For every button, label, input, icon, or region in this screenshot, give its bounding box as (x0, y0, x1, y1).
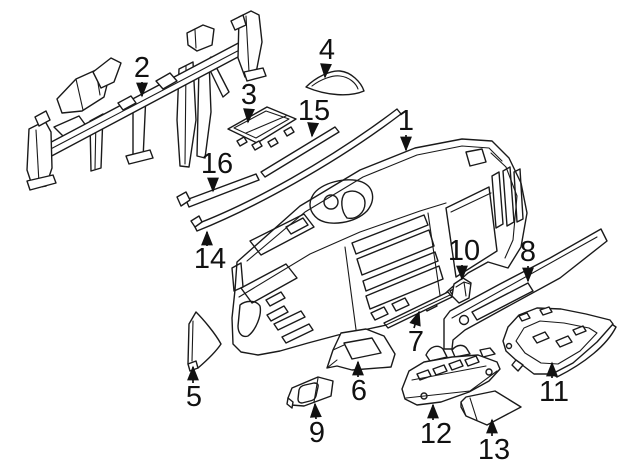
callout-label-16: 16 (201, 148, 233, 180)
callout-label-6: 6 (351, 375, 367, 407)
callout-arrow-9 (309, 402, 322, 420)
part-12-lower-panel (401, 344, 501, 406)
callout-label-10: 10 (448, 235, 480, 267)
callout-arrow-3 (243, 108, 255, 124)
callout-arrow-15 (307, 122, 320, 138)
part-6-lower-trim (326, 328, 396, 371)
callout-14: 14 (194, 230, 226, 275)
callout-1: 1 (398, 105, 414, 152)
part-16-trim-strip (176, 173, 260, 208)
callout-label-12: 12 (420, 418, 452, 450)
callout-9: 9 (309, 402, 325, 449)
part-11-glove-box (502, 306, 617, 378)
callout-4: 4 (319, 34, 335, 79)
part-9-bracket-cover (286, 376, 334, 409)
callout-label-14: 14 (194, 243, 226, 275)
callout-label-1: 1 (398, 105, 414, 137)
callout-label-13: 13 (478, 434, 510, 466)
callout-6: 6 (351, 360, 367, 407)
part-15-trim-strip (260, 126, 340, 178)
callout-label-11: 11 (539, 376, 569, 408)
part-3-grille-trim (227, 106, 297, 151)
callout-label-7: 7 (408, 326, 424, 358)
part-14-trim-strip (190, 108, 402, 232)
callout-label-15: 15 (298, 95, 330, 127)
callout-16: 16 (201, 148, 233, 193)
callout-label-5: 5 (186, 381, 202, 413)
part-1-instrument-panel (231, 138, 528, 356)
part-13-access-cover (460, 390, 522, 426)
part-7-trim-strip (383, 291, 453, 329)
callout-label-2: 2 (134, 52, 150, 84)
callout-5: 5 (186, 365, 202, 413)
callout-12: 12 (420, 403, 452, 450)
callout-arrow-4 (320, 63, 332, 79)
callout-8: 8 (520, 236, 536, 283)
part-4-corner-trim (305, 70, 365, 96)
callout-2: 2 (134, 52, 150, 98)
callout-arrow-7 (409, 310, 421, 329)
line-art (26, 10, 617, 426)
callout-15: 15 (298, 95, 330, 138)
callout-7: 7 (408, 310, 424, 358)
callout-11: 11 (539, 361, 569, 408)
callout-label-9: 9 (309, 417, 325, 449)
part-5-end-cover (187, 311, 222, 372)
callout-10: 10 (448, 235, 480, 281)
part-2-crossmember-beam (26, 10, 267, 191)
callout-13: 13 (478, 418, 510, 466)
callout-label-4: 4 (319, 34, 335, 66)
callout-3: 3 (241, 79, 257, 124)
callout-label-8: 8 (520, 236, 536, 268)
callout-label-3: 3 (241, 79, 257, 111)
